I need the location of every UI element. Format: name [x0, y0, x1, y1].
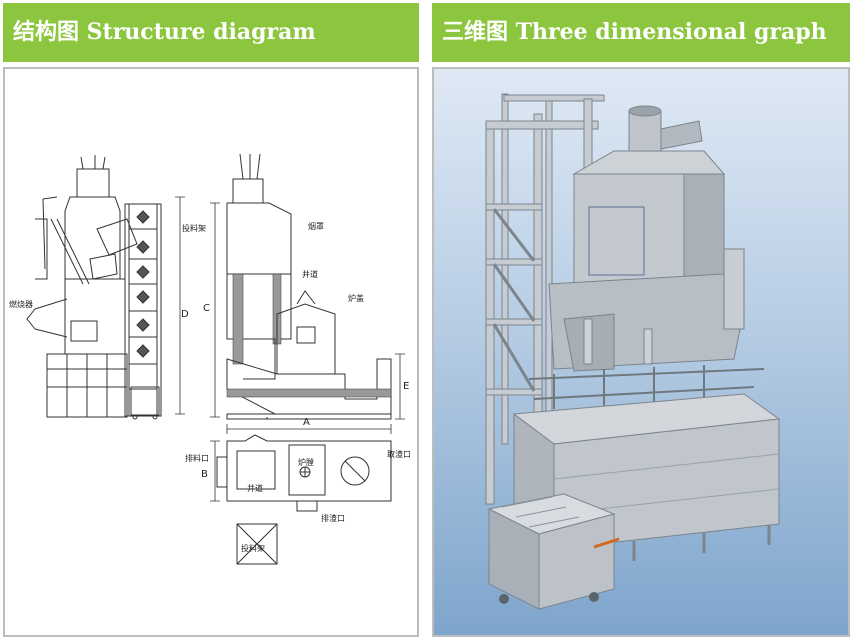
dimension-d: D — [181, 309, 189, 320]
middle-chamber — [548, 248, 745, 372]
structure-drawing: 燃烧器 D 投料架 C E — [9, 153, 411, 565]
discharge-port-label: 排料口 — [185, 453, 209, 463]
slag-scooping-port-label: 取渣口 — [387, 449, 411, 459]
front-section-view — [210, 153, 405, 420]
dimension-c: C — [203, 303, 210, 314]
well-channel-side-label: 井道 — [302, 269, 318, 279]
3d-furnace-model — [485, 93, 781, 610]
chimney-label: 烟罩 — [308, 222, 324, 231]
feed-trolley — [487, 493, 620, 610]
furnace-chamber-label: 炉膛 — [298, 457, 314, 467]
3d-graph-title: 三维图 Three dimensional graph — [432, 3, 850, 62]
slag-discharge-port-label: 排渣口 — [321, 513, 345, 523]
3d-graph-panel — [432, 67, 850, 637]
dimension-a: A — [303, 417, 310, 428]
burner-label: 燃烧器 — [9, 299, 33, 309]
lifting-tower-frame — [485, 93, 605, 505]
furnace-cover-label: 炉盖 — [348, 293, 364, 303]
feed-frame-label-bottom: 投料架 — [241, 543, 265, 553]
piping-and-rail — [528, 365, 765, 409]
dimension-e: E — [403, 381, 409, 392]
dimension-b: B — [201, 469, 208, 480]
feed-frame-label-top: 投料架 — [182, 223, 206, 233]
plan-view — [210, 424, 392, 565]
structure-diagram-panel: 燃烧器 D 投料架 C E — [3, 67, 419, 637]
side-elevation-view — [26, 155, 185, 420]
upper-hood-box — [572, 105, 726, 285]
well-channel-plan-label: 井道 — [247, 483, 263, 493]
structure-diagram-title: 结构图 Structure diagram — [3, 3, 419, 62]
